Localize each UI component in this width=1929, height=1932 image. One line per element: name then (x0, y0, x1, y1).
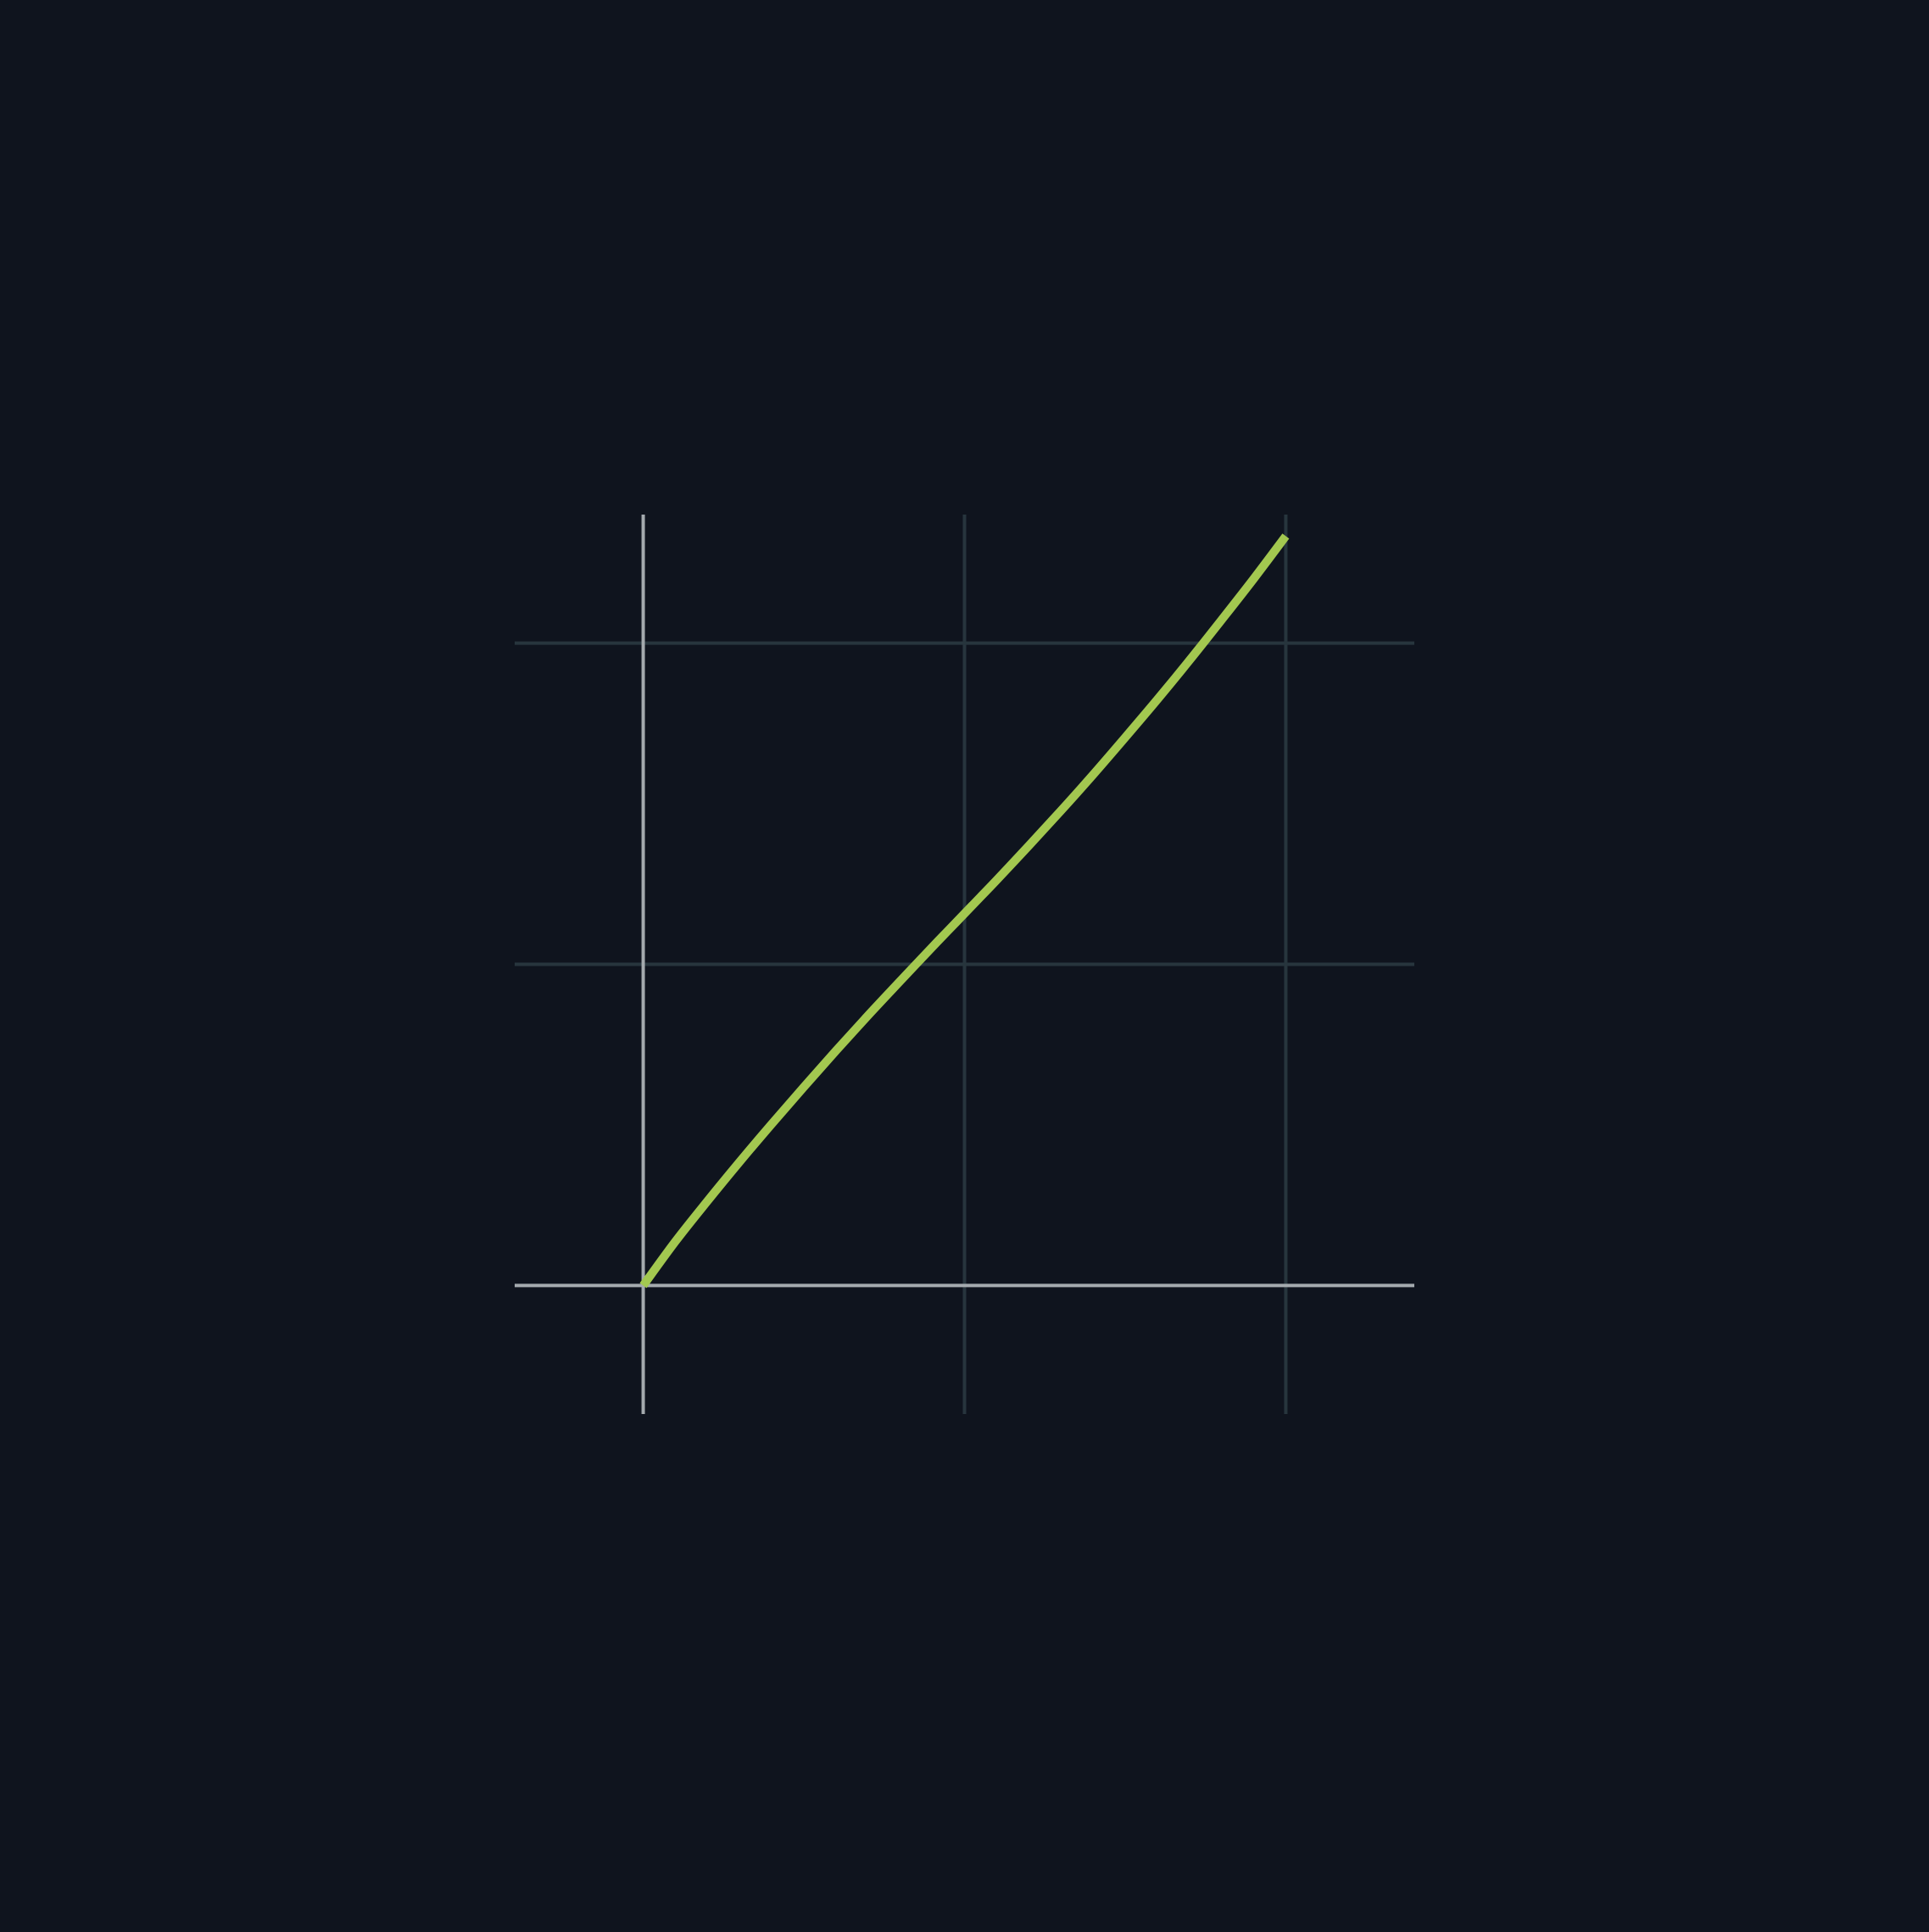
series-line-0 (639, 533, 1290, 1289)
